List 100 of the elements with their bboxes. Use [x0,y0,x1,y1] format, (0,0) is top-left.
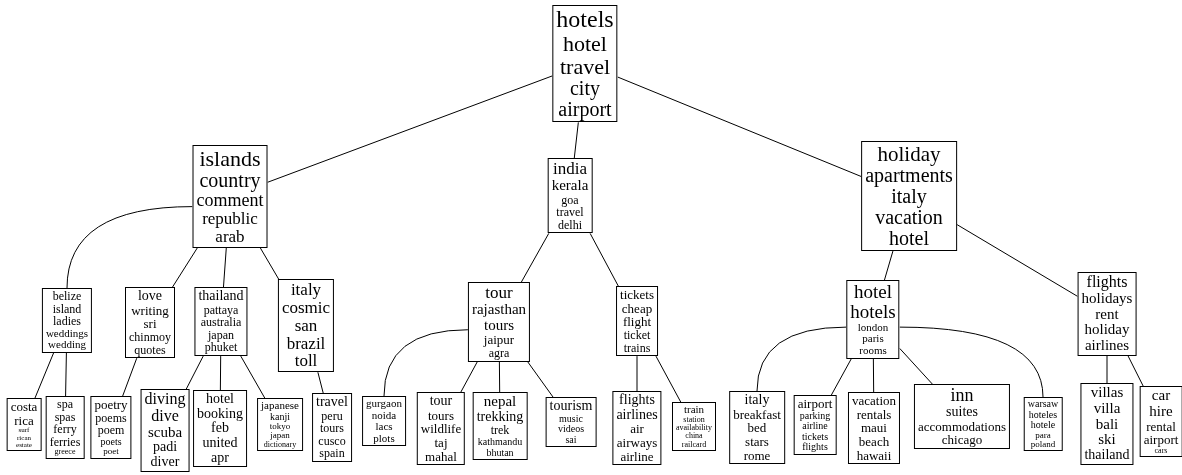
topic-word: kerala [551,177,589,194]
topic-word: hotels [556,7,614,33]
topic-word: love [137,289,163,304]
topic-word: plots [373,432,395,445]
connector-line [1127,355,1144,387]
topic-word: jaipur [483,333,515,347]
connector-line [267,75,553,183]
topic-word: quotes [134,343,166,357]
topic-word: airline [620,449,654,464]
topic-word: spain [319,447,345,461]
topic-word: poets [100,436,122,448]
topic-box [472,392,528,461]
topic-word: villa [1093,400,1121,417]
topic-word: music [559,413,583,425]
connector-line [34,352,55,399]
topic-word: ski [1098,432,1116,448]
topic-word: diver [150,455,180,470]
topic-word: para [1035,430,1051,440]
topic-word: ferries [49,435,81,449]
connector-line [66,206,193,289]
connector-line [883,250,894,281]
connector-line [756,326,847,392]
topic-word: bed [747,421,767,435]
topic-word: bhutan [486,447,514,459]
connector-line [899,347,933,385]
topic-word: agra [488,347,510,360]
topic-word: rome [743,448,771,463]
topic-box [140,389,190,472]
topic-word: booking [197,406,243,422]
topic-word: hire [1149,403,1173,420]
topic-word: japan [208,328,234,342]
topic-word: chinmoy [129,330,171,344]
topic-word: tickets [620,288,654,302]
topic-word: spa [57,398,73,411]
connector-line [240,355,266,399]
topic-box [45,396,85,459]
connector-line [899,326,1044,398]
topic-word: padi [152,440,178,456]
topic-word: beach [858,434,890,449]
topic-word: train [683,404,705,416]
topic-word: trains [623,341,651,355]
topic-word: toll [294,352,318,371]
topic-word: london [857,321,889,334]
topic-box [90,396,132,459]
topic-word: travel [559,55,611,79]
topic-box [1139,386,1182,458]
connector-line [1106,355,1108,384]
connector-line [498,361,501,393]
topic-box [257,398,303,452]
topic-word: poetry [94,398,128,412]
topic-box [612,391,662,466]
topic-word: vacation [852,394,896,408]
topic-word: country [199,170,261,192]
topic-word: taj [434,435,448,450]
topic-word: breakfast [733,407,781,422]
connector-line [219,355,222,391]
topic-word: gurgaon [366,398,402,410]
topic-word: flights [1086,274,1128,291]
topic-word: peru [321,409,343,423]
topic-word: hotele [1030,420,1056,431]
topic-word: diving [144,391,186,408]
topic-word: italy [290,281,322,299]
topic-word: thailand [1084,448,1130,463]
topic-word: ferry [53,423,77,436]
connector-line [636,355,638,392]
topic-word: feb [211,421,229,437]
topic-word: comment [196,191,264,210]
topic-word: apartments [865,165,953,187]
topic-word: writing [131,303,169,318]
topic-word: hoteles [1028,409,1058,420]
topic-word: hawaii [856,448,892,463]
topic-word: airport [1143,433,1179,447]
connector-line [223,247,227,288]
topic-word: cars [1154,446,1168,456]
topic-word: kathmandu [477,437,523,448]
topic-box [467,282,531,362]
topic-word: inn [950,386,974,405]
connector-line [65,352,67,397]
topic-word: accommodations [917,419,1007,434]
topic-word: scuba [147,424,183,441]
topic-box [913,384,1011,449]
topic-word: hotel [889,228,929,250]
topic-word: villas [1090,385,1124,401]
topic-word: sai [565,434,577,446]
topic-word: holiday [1084,322,1130,339]
topic-box [848,392,900,465]
topic-word: apr [211,450,229,466]
topic-word: dictionary [263,440,297,450]
topic-word: suites [946,404,978,420]
topic-word: rent [1095,306,1119,323]
topic-box [552,5,618,123]
topic-box [192,145,268,248]
topic-word: station [683,415,705,424]
connector-line [573,121,579,159]
topic-box [545,397,597,448]
topic-word: japanese [261,400,299,412]
topic-word: arab [215,227,245,246]
topic-box [616,286,658,357]
topic-word: poland [1030,439,1056,450]
topic-word: tours [320,422,344,435]
